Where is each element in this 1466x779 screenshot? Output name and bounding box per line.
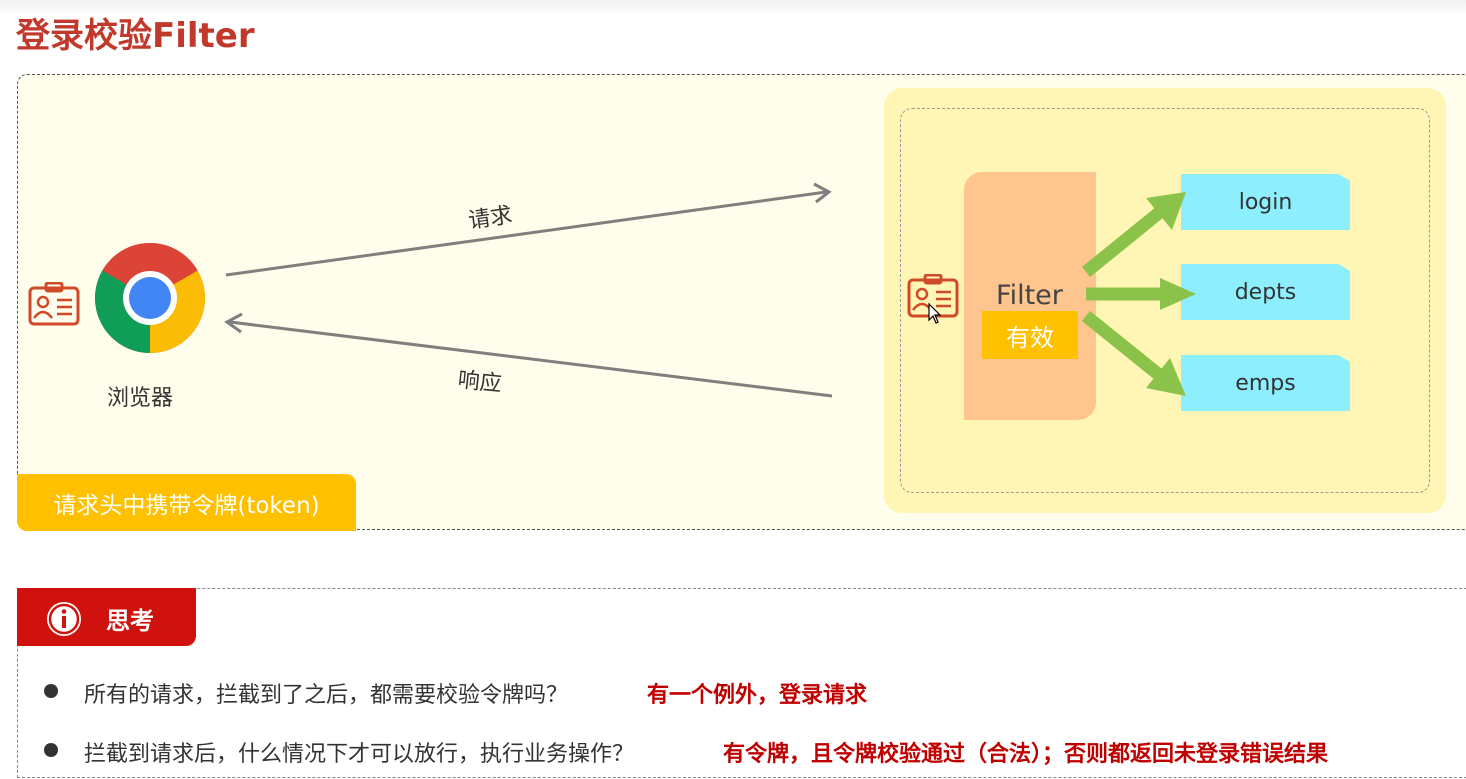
resource-depts: depts <box>1181 264 1350 320</box>
answer-1: 有一个例外，登录请求 <box>647 683 868 708</box>
green-arrow-depts <box>1086 278 1196 310</box>
question-1: 所有的请求，拦截到了之后，都需要校验令牌吗？ <box>84 683 569 708</box>
think-title: 思考 <box>106 607 154 635</box>
request-arrow <box>225 182 832 277</box>
request-label: 请求 <box>466 203 514 234</box>
filter-block <box>964 172 1096 420</box>
think-header <box>17 588 196 646</box>
server-inner-border <box>900 108 1430 493</box>
filter-label: Filter <box>996 280 1063 311</box>
mouse-cursor-icon <box>928 303 942 324</box>
token-note: 请求头中携带令牌(token) <box>17 474 356 531</box>
green-arrow-login <box>1081 192 1186 278</box>
bullet-2 <box>44 743 58 757</box>
browser-label: 浏览器 <box>107 386 174 411</box>
top-fade <box>0 0 1466 16</box>
filter-valid-tag: 有效 <box>982 311 1078 359</box>
response-label: 响应 <box>456 367 503 398</box>
answer-2: 有令牌，且令牌校验通过（合法）；否则都返回未登录错误结果 <box>723 742 1329 767</box>
response-arrow <box>224 312 833 398</box>
page-title: 登录校验Filter <box>16 16 255 56</box>
chrome-browser-icon <box>95 243 205 353</box>
question-2: 拦截到请求后，什么情况下才可以放行，执行业务操作？ <box>84 742 635 767</box>
id-badge-icon <box>28 282 80 326</box>
think-box <box>17 588 1466 778</box>
resource-login: login <box>1181 174 1350 230</box>
resource-emps: emps <box>1181 355 1350 411</box>
green-arrow-emps <box>1081 310 1186 396</box>
info-icon <box>47 602 81 636</box>
bullet-1 <box>44 684 58 698</box>
